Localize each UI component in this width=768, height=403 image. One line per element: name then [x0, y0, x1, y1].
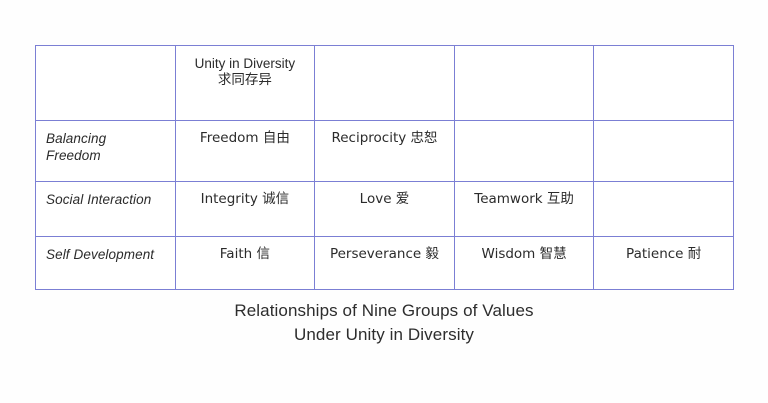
- balancing-empty-cell-5: [593, 120, 734, 182]
- unity-in-diversity-cn: 求同存异: [217, 72, 272, 88]
- unity-in-diversity-cell: Unity in Diversity 求同存异: [174, 45, 316, 121]
- table-row-self-development: Self Development Faith 信 Perseverance 毅 …: [35, 236, 734, 290]
- header-empty-cell-3: [314, 45, 455, 121]
- rowlabel-social-interaction: Social Interaction: [35, 181, 176, 237]
- unity-in-diversity-en: Unity in Diversity: [194, 56, 296, 71]
- table-row-header: Unity in Diversity 求同存异: [35, 45, 734, 121]
- value-integrity-cell: Integrity 诚信: [174, 181, 316, 237]
- header-rowlabel-cell: [35, 45, 176, 121]
- table-row-social-interaction: Social Interaction Integrity 诚信 Love 爱 T…: [35, 181, 734, 237]
- value-reciprocity-cell: Reciprocity 忠恕: [314, 120, 455, 182]
- header-empty-cell-5: [593, 45, 734, 121]
- rowlabel-self-development: Self Development: [35, 236, 176, 290]
- value-faith-cell: Faith 信: [174, 236, 316, 290]
- social-empty-cell-5: [593, 181, 734, 237]
- value-teamwork-cell: Teamwork 互助: [453, 181, 595, 237]
- rowlabel-balancing-freedom-line1: Balancing: [46, 131, 107, 146]
- rowlabel-balancing-freedom: Balancing Freedom: [35, 120, 176, 182]
- value-love-cell: Love 爱: [314, 181, 455, 237]
- header-empty-cell-4: [453, 45, 595, 121]
- table-row-balancing-freedom: Balancing Freedom Freedom 自由 Reciprocity…: [35, 120, 734, 182]
- figure-caption-line1: Relationships of Nine Groups of Values: [234, 301, 534, 320]
- value-wisdom-cell: Wisdom 智慧: [453, 236, 595, 290]
- value-freedom-cell: Freedom 自由: [174, 120, 316, 182]
- balancing-empty-cell-4: [453, 120, 595, 182]
- value-perseverance-cell: Perseverance 毅: [314, 236, 455, 290]
- figure-caption: Relationships of Nine Groups of Values U…: [0, 299, 768, 347]
- rowlabel-balancing-freedom-line2: Freedom: [46, 148, 101, 163]
- value-patience-cell: Patience 耐: [593, 236, 734, 290]
- figure-caption-line2: Under Unity in Diversity: [293, 325, 474, 344]
- values-relationship-table: Unity in Diversity 求同存异 Balancing Freedo…: [35, 45, 734, 290]
